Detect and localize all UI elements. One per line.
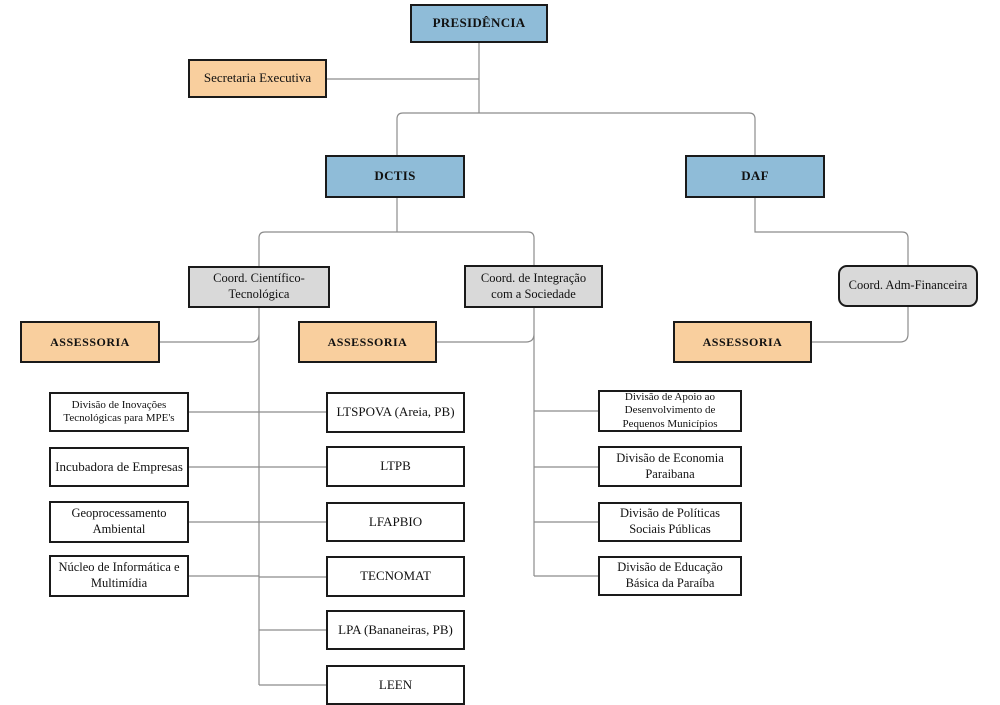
org-node-coord-integracao-sociedade: Coord. de Integração com a Sociedade [464, 265, 603, 308]
org-node-tecnomat: TECNOMAT [326, 556, 465, 597]
org-node-daf: DAF [685, 155, 825, 198]
org-node-div-inovacoes: Divisão de Inovações Tecnológicas para M… [49, 392, 189, 432]
org-node-div-apoio: Divisão de Apoio ao Desenvolvimento de P… [598, 390, 742, 432]
org-node-nucleo-informatica: Núcleo de Informática e Multimídia [49, 555, 189, 597]
org-node-incubadora: Incubadora de Empresas [49, 447, 189, 487]
org-node-dctis: DCTIS [325, 155, 465, 198]
org-node-presidencia: PRESIDÊNCIA [410, 4, 548, 43]
org-node-div-politicas: Divisão de Políticas Sociais Públicas [598, 502, 742, 542]
org-node-div-economia: Divisão de Economia Paraibana [598, 446, 742, 487]
org-node-coord-cientifico-tecnologica: Coord. Científico-Tecnológica [188, 266, 330, 308]
org-node-coord-adm-financeira: Coord. Adm-Financeira [838, 265, 978, 307]
org-node-ltpb: LTPB [326, 446, 465, 487]
org-node-assessoria-3: ASSESSORIA [673, 321, 812, 363]
org-node-leen: LEEN [326, 665, 465, 705]
org-node-lpa: LPA (Bananeiras, PB) [326, 610, 465, 650]
org-node-ltspova: LTSPOVA (Areia, PB) [326, 392, 465, 433]
org-node-lfapbio: LFAPBIO [326, 502, 465, 542]
org-node-assessoria-2: ASSESSORIA [298, 321, 437, 363]
org-node-assessoria-1: ASSESSORIA [20, 321, 160, 363]
org-node-secretaria-executiva: Secretaria Executiva [188, 59, 327, 98]
org-node-div-educacao: Divisão de Educação Básica da Paraíba [598, 556, 742, 596]
org-node-geoprocessamento: Geoprocessamento Ambiental [49, 501, 189, 543]
